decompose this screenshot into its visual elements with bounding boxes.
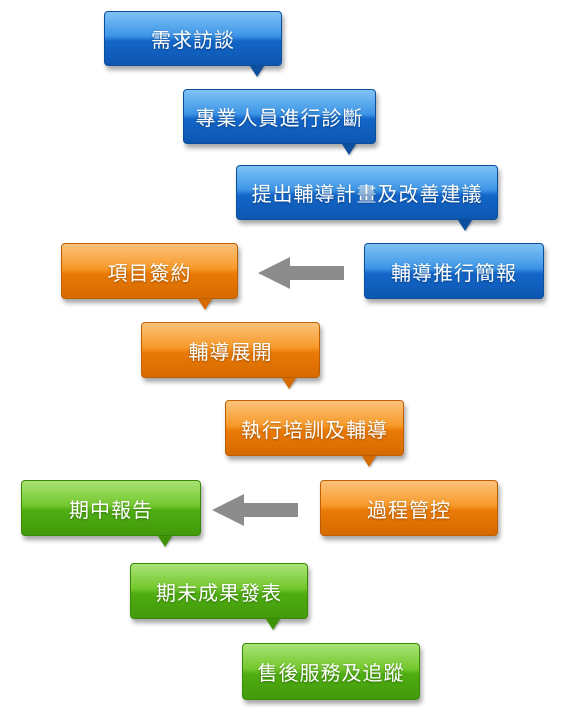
down-pointer-icon [158,536,172,547]
step-final-presentation: 期末成果發表 [130,563,308,619]
step-interim-report: 期中報告 [21,480,201,536]
down-pointer-icon [250,66,264,77]
step-label: 輔導展開 [188,339,273,364]
down-pointer-icon [342,144,356,155]
step-training: 執行培訓及輔導 [225,400,404,456]
step-counseling-start: 輔導展開 [141,322,320,378]
step-propose-plan: 提出輔導計畫及改善建議 [236,165,498,220]
step-label: 專業人員進行診斷 [195,106,364,130]
step-label: 需求訪談 [151,28,235,52]
step-needs-interview: 需求訪談 [104,11,282,66]
left-arrow-icon [258,257,344,289]
down-pointer-icon [198,299,212,310]
step-after-sales: 售後服務及追蹤 [242,643,420,700]
step-label: 期中報告 [69,497,153,522]
down-pointer-icon [266,619,280,630]
step-label: 項目簽約 [107,260,192,285]
step-label: 執行培訓及輔導 [241,417,388,442]
down-pointer-icon [362,456,376,467]
step-label: 過程管控 [367,497,451,522]
step-label: 輔導推行簡報 [391,260,517,285]
step-briefing: 輔導推行簡報 [364,243,544,299]
step-label: 提出輔導計畫及改善建議 [251,182,483,206]
left-arrow-icon [212,494,298,526]
step-label: 售後服務及追蹤 [257,661,405,685]
step-process-control: 過程管控 [320,480,498,536]
step-contract-signing: 項目簽約 [61,243,238,299]
step-label: 期末成果發表 [156,580,282,605]
step-expert-diagnosis: 專業人員進行診斷 [183,89,376,144]
down-pointer-icon [458,220,472,231]
down-pointer-icon [282,378,296,389]
